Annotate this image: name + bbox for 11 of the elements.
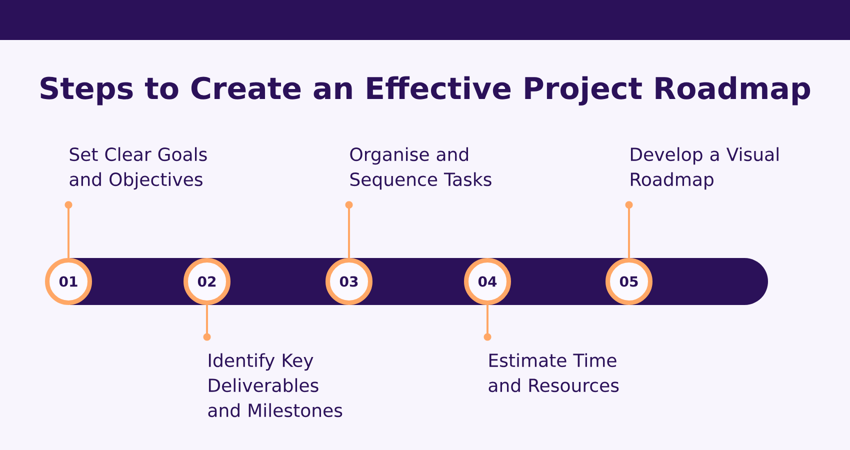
leader-line	[484, 305, 492, 341]
step-text: Estimate Time and Resources	[488, 353, 619, 392]
leader-line	[64, 201, 72, 258]
step-text: Identify Key Deliverables and Milestones	[208, 353, 342, 418]
step-text: Set Clear Goals and Objectives	[70, 147, 207, 190]
leader-line	[625, 201, 633, 258]
leader-line	[203, 305, 211, 341]
leader-line	[345, 201, 353, 258]
title: Steps to Create an Effective Project Roadmap	[40, 76, 810, 106]
step-text: Develop a Visual Roadmap	[630, 147, 778, 190]
step-text: Organise and Sequence Tasks	[350, 147, 492, 190]
